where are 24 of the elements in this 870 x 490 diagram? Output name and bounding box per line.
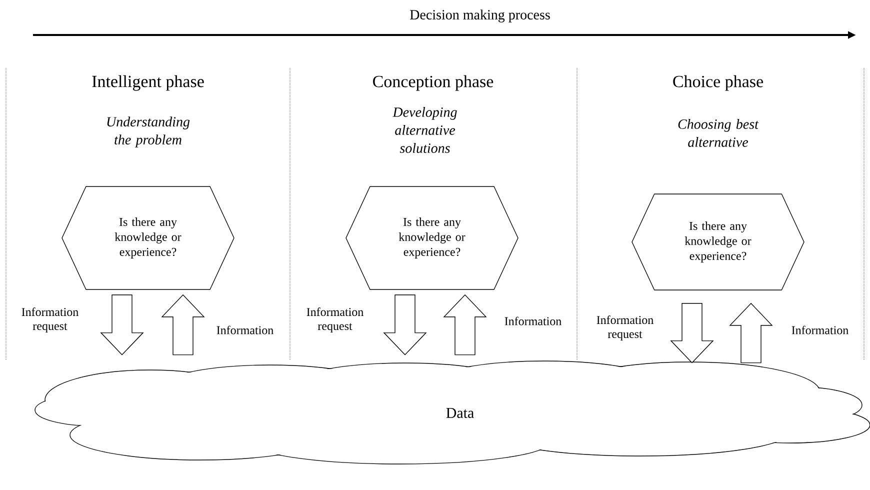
- decision-hexagon: Is there any knowledge or experience?: [632, 194, 804, 290]
- phase-description: Choosing best alternative: [678, 119, 759, 147]
- phase-title: Conception phase: [373, 75, 494, 91]
- decision-hexagon: Is there any knowledge or experience?: [346, 186, 518, 290]
- data-cloud: Data: [34, 360, 870, 464]
- block-arrow: [383, 294, 427, 356]
- block-arrow: [443, 294, 487, 356]
- heading: Decision making process: [410, 10, 550, 22]
- phase-description: Understanding the problem: [107, 116, 190, 148]
- edge-label: Information: [504, 316, 562, 326]
- edge-label: Information request: [22, 308, 78, 332]
- block-arrow: [670, 303, 714, 364]
- decision-hexagon: Is there any knowledge or experience?: [62, 186, 234, 290]
- block-arrow: [729, 302, 773, 364]
- edge-label: Information: [216, 326, 274, 334]
- node-label: Data: [446, 408, 474, 418]
- edge-label: Information request: [306, 308, 364, 332]
- phase-title: Choice phase: [673, 75, 763, 91]
- phase-title: Intelligent phase: [92, 75, 204, 91]
- edge-label: Information request: [596, 316, 654, 340]
- block-arrow: [161, 294, 205, 356]
- block-arrow: [100, 294, 144, 356]
- edge-label: Information: [792, 326, 848, 334]
- phase-description: Developing alternative solutions: [392, 107, 457, 153]
